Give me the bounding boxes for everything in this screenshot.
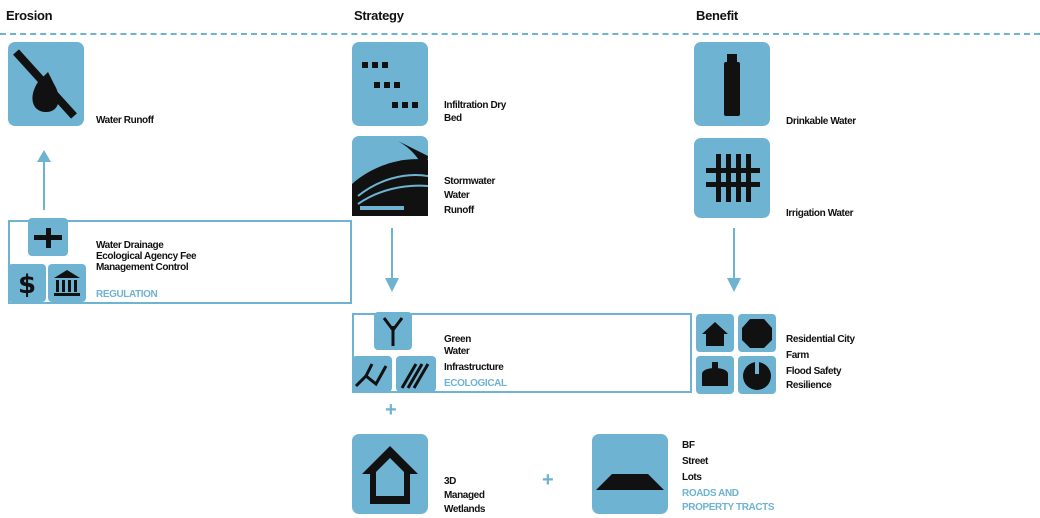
road-tag-1: ROADS AND bbox=[682, 488, 739, 499]
dollar-icon: $ bbox=[8, 264, 46, 302]
irrigation-water-icon bbox=[694, 138, 770, 218]
flood-safety-icon bbox=[738, 356, 776, 394]
plus-sign-strategy: + bbox=[385, 399, 397, 421]
residential-label-1: Residential City bbox=[786, 334, 855, 345]
farm-icon bbox=[696, 356, 734, 394]
green-line3: Infrastructure bbox=[444, 362, 504, 373]
stormwater-label-3: Runoff bbox=[444, 205, 474, 216]
stormwater-icon bbox=[352, 136, 428, 216]
arrow-up-erosion bbox=[37, 150, 51, 210]
road-label-3: Lots bbox=[682, 472, 702, 483]
water-runoff-label: Water Runoff bbox=[96, 115, 154, 126]
drainage-line3: Management Control bbox=[96, 262, 189, 273]
bank-icon bbox=[48, 264, 86, 302]
drainage-plus-icon bbox=[28, 218, 68, 256]
residential-icon bbox=[696, 314, 734, 352]
grass-icon bbox=[396, 356, 436, 392]
arrow-down-strategy bbox=[385, 228, 399, 292]
residential-label-4: Resilience bbox=[786, 380, 832, 391]
house-icon bbox=[352, 434, 428, 514]
green-line2: Water bbox=[444, 346, 470, 357]
ecological-tag: ECOLOGICAL bbox=[444, 378, 507, 389]
header-benefit: Benefit bbox=[696, 8, 738, 23]
arrow-down-benefit bbox=[727, 228, 741, 292]
house-label-3: Wetlands bbox=[444, 504, 486, 515]
house-label-1: 3D bbox=[444, 476, 456, 487]
drinkable-water-icon bbox=[694, 42, 770, 126]
plant-icon bbox=[374, 312, 412, 350]
drainage-line1: Water Drainage bbox=[96, 240, 164, 251]
stormwater-label-1: Stormwater bbox=[444, 176, 496, 187]
irrigation-water-label: Irrigation Water bbox=[786, 208, 854, 219]
road-icon bbox=[592, 434, 668, 514]
header-divider bbox=[0, 33, 1040, 35]
infiltration-label-1: Infiltration Dry bbox=[444, 100, 506, 111]
svg-text:$: $ bbox=[18, 270, 36, 300]
wind-icon bbox=[352, 356, 392, 392]
road-label-1: BF bbox=[682, 440, 695, 451]
road-tag-2: PROPERTY TRACTS bbox=[682, 502, 775, 513]
residential-label-3: Flood Safety bbox=[786, 366, 842, 377]
green-line1: Green bbox=[444, 334, 471, 345]
infiltration-label-2: Bed bbox=[444, 113, 462, 124]
stormwater-label-2: Water bbox=[444, 190, 470, 201]
city-icon bbox=[738, 314, 776, 352]
plus-sign-road: + bbox=[542, 469, 554, 491]
header-erosion: Erosion bbox=[6, 8, 53, 23]
house-label-2: Managed bbox=[444, 490, 485, 501]
water-runoff-icon bbox=[8, 42, 84, 126]
residential-label-2: Farm bbox=[786, 350, 809, 361]
drinkable-water-label: Drinkable Water bbox=[786, 116, 856, 127]
infiltration-bed-icon bbox=[352, 42, 428, 126]
road-label-2: Street bbox=[682, 456, 708, 467]
header-strategy: Strategy bbox=[354, 8, 404, 23]
regulation-tag: REGULATION bbox=[96, 289, 158, 300]
drainage-line2: Ecological Agency Fee bbox=[96, 251, 197, 262]
